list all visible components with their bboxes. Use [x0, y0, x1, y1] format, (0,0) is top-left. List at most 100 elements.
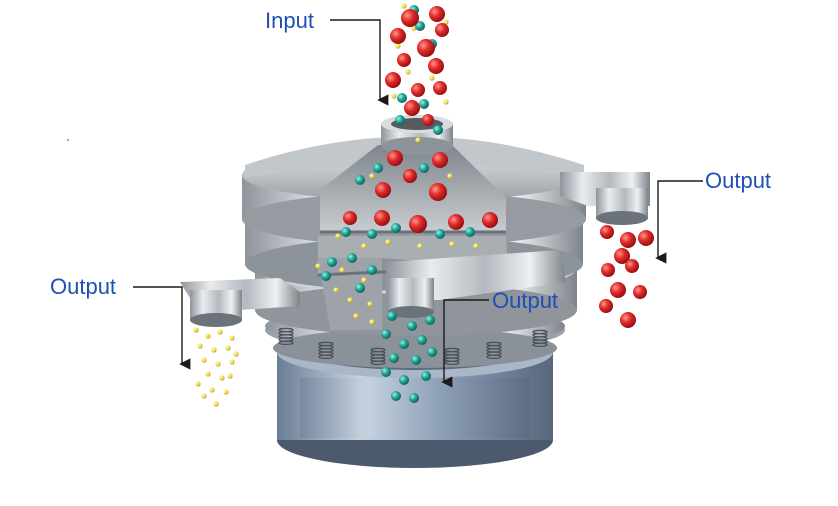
large-particle: [614, 248, 630, 264]
spring-coil: [370, 360, 386, 365]
large-particle: [403, 169, 417, 183]
large-particles: [343, 6, 654, 328]
medium-particle: [433, 125, 443, 135]
output-right-arrow: [655, 180, 703, 264]
fine-particle: [401, 3, 407, 9]
medium-particle: [399, 339, 409, 349]
fine-particle: [223, 389, 229, 395]
fine-particle: [417, 243, 423, 249]
medium-particle: [407, 321, 417, 331]
output-left-label: Output: [50, 274, 117, 299]
large-particle: [432, 152, 448, 168]
fine-particle: [213, 401, 219, 407]
large-particle: [374, 210, 390, 226]
large-particle: [428, 58, 444, 74]
fine-particle: [219, 375, 225, 381]
medium-particle: [435, 229, 445, 239]
large-particle: [385, 72, 401, 88]
large-particle: [404, 100, 420, 116]
large-particle: [375, 182, 391, 198]
fine-particle: [361, 243, 367, 249]
fine-particle: [315, 263, 321, 269]
medium-particle: [387, 311, 397, 321]
medium-particle: [381, 367, 391, 377]
fine-particle: [353, 313, 359, 319]
fine-particle: [473, 243, 479, 249]
large-particle: [401, 9, 419, 27]
fine-particle: [429, 75, 435, 81]
output-center-label: Output: [492, 288, 559, 313]
fine-particle: [415, 137, 421, 143]
fine-particle: [205, 333, 211, 339]
fine-particle: [205, 371, 211, 377]
medium-particle: [355, 175, 365, 185]
large-particle: [409, 215, 427, 233]
spring-coil: [444, 360, 460, 365]
fine-particle: [217, 329, 223, 335]
fine-particle: [215, 361, 221, 367]
fine-particle: [211, 347, 217, 353]
medium-particle: [411, 355, 421, 365]
fine-particle: [227, 373, 233, 379]
medium-particle: [367, 229, 377, 239]
medium-particle: [419, 163, 429, 173]
large-particle: [482, 212, 498, 228]
medium-particle: [327, 257, 337, 267]
input-label: Input: [265, 8, 314, 33]
spring-coil: [532, 342, 548, 347]
stray-dot: [67, 139, 69, 141]
large-particle: [620, 232, 636, 248]
medium-particles: [321, 5, 475, 403]
medium-particle: [421, 371, 431, 381]
large-particle: [601, 263, 615, 277]
fine-particle: [443, 99, 449, 105]
fine-particle: [193, 327, 199, 333]
medium-particle: [391, 391, 401, 401]
large-particle: [435, 23, 449, 37]
large-particle: [422, 114, 434, 126]
medium-particle: [397, 93, 407, 103]
large-particle: [433, 81, 447, 95]
fine-particle: [225, 345, 231, 351]
springs: [278, 327, 548, 365]
fine-particle: [209, 387, 215, 393]
output-left-arrow: [133, 286, 191, 370]
medium-particle: [389, 353, 399, 363]
fine-particle: [201, 393, 207, 399]
medium-particle: [347, 253, 357, 263]
fine-particle: [197, 343, 203, 349]
fine-particle: [367, 301, 373, 307]
large-particle: [397, 53, 411, 67]
spring-coil: [486, 354, 502, 359]
fine-particle: [447, 173, 453, 179]
output-center-arrow: [441, 299, 489, 388]
fine-particle: [405, 69, 411, 75]
fine-particle: [369, 319, 375, 325]
medium-particle: [395, 115, 405, 125]
large-particle: [600, 225, 614, 239]
output-right-label: Output: [705, 168, 772, 193]
fine-particle: [335, 233, 341, 239]
medium-particle: [399, 375, 409, 385]
large-particle: [448, 214, 464, 230]
medium-particle: [321, 271, 331, 281]
fine-particle: [229, 359, 235, 365]
large-particle: [599, 299, 613, 313]
fine-particle: [333, 287, 339, 293]
fine-particle: [369, 173, 375, 179]
fine-particle: [449, 241, 455, 247]
fine-particle: [395, 43, 401, 49]
medium-particle: [409, 393, 419, 403]
fine-particle: [391, 93, 397, 99]
fine-particle: [385, 239, 391, 245]
large-particle: [625, 259, 639, 273]
input-arrow: [330, 19, 389, 106]
spring-coil: [318, 354, 334, 359]
large-particle: [638, 230, 654, 246]
fine-particle: [339, 267, 345, 273]
medium-particle: [341, 227, 351, 237]
fine-particles: [193, 3, 479, 407]
leader-lines: [133, 19, 703, 388]
